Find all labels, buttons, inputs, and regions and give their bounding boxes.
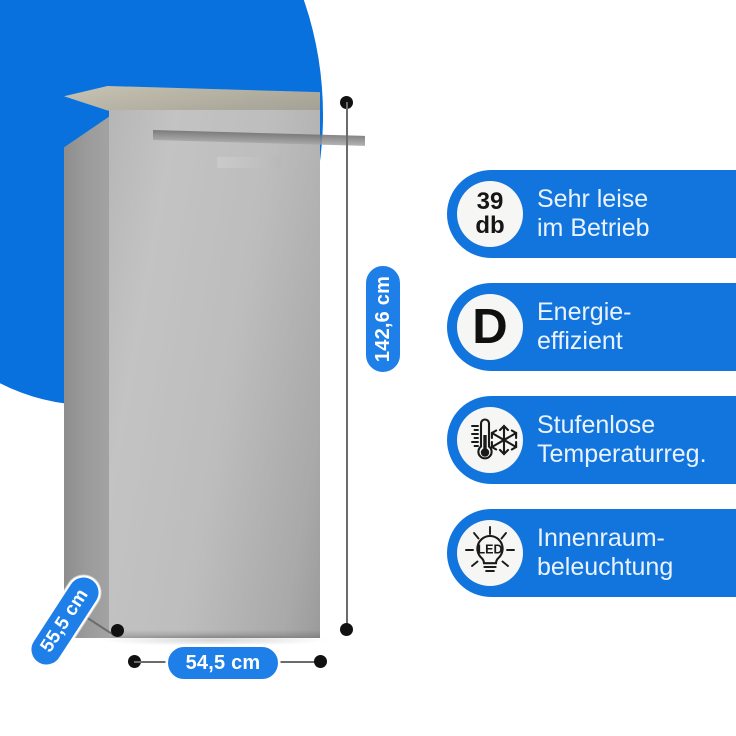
feature-label-energy-efficiency: Energie- effizient bbox=[537, 298, 736, 356]
fridge-door-top-edge bbox=[153, 130, 365, 146]
feature-label-line1: Sehr leise bbox=[537, 185, 649, 213]
led-label: LED bbox=[478, 543, 503, 557]
height-dimension-dot-bottom bbox=[340, 623, 353, 636]
led-bulb-icon: LED bbox=[457, 520, 523, 586]
feature-label-line2: Temperaturreg. bbox=[537, 440, 707, 468]
feature-label-line2: effizient bbox=[537, 327, 623, 355]
feature-label-interior-light: Innenraum- beleuchtung bbox=[537, 524, 736, 582]
feature-label-line2: beleuchtung bbox=[537, 553, 674, 581]
feature-label-noise-level: Sehr leise im Betrieb bbox=[537, 185, 736, 243]
refrigerator-illustration bbox=[64, 86, 365, 646]
feature-label-line1: Stufenlose bbox=[537, 411, 656, 439]
feature-label-line2: im Betrieb bbox=[537, 214, 650, 242]
led-bulb-svg: LED bbox=[465, 526, 515, 573]
fridge-front-door bbox=[109, 110, 365, 638]
energy-grade-value: D bbox=[472, 299, 508, 354]
height-dimension-label: 142,6 cm bbox=[364, 264, 402, 374]
brand-logo bbox=[217, 157, 281, 168]
feature-label-line1: Energie- bbox=[537, 298, 632, 326]
decibel-unit: db bbox=[475, 211, 505, 239]
feature-badge-interior-light[interactable]: LED Innenraum- beleuchtung bbox=[447, 509, 736, 597]
height-dimension-line bbox=[346, 102, 348, 629]
width-dimension-label: 54,5 cm bbox=[166, 645, 280, 681]
feature-badge-temperature-control[interactable]: Stufenlose Temperaturreg. bbox=[447, 396, 736, 484]
fridge-ground-shadow bbox=[102, 634, 326, 646]
feature-label-line1: Innenraum- bbox=[537, 524, 665, 552]
thermometer-snowflake-svg bbox=[471, 418, 518, 460]
decibel-badge-icon: 39 db bbox=[457, 181, 523, 247]
thermometer-snowflake-icon bbox=[457, 407, 523, 473]
energy-grade-icon: D bbox=[457, 294, 523, 360]
fridge-side-panel bbox=[64, 116, 110, 638]
feature-badge-noise-level[interactable]: 39 db Sehr leise im Betrieb bbox=[447, 170, 736, 258]
feature-label-temperature-control: Stufenlose Temperaturreg. bbox=[537, 411, 736, 469]
feature-badge-energy-efficiency[interactable]: D Energie- effizient bbox=[447, 283, 736, 371]
depth-dimension-dot-lower bbox=[111, 624, 124, 637]
width-dimension-dot-right bbox=[314, 655, 327, 668]
decibel-value: 39 bbox=[476, 188, 504, 216]
